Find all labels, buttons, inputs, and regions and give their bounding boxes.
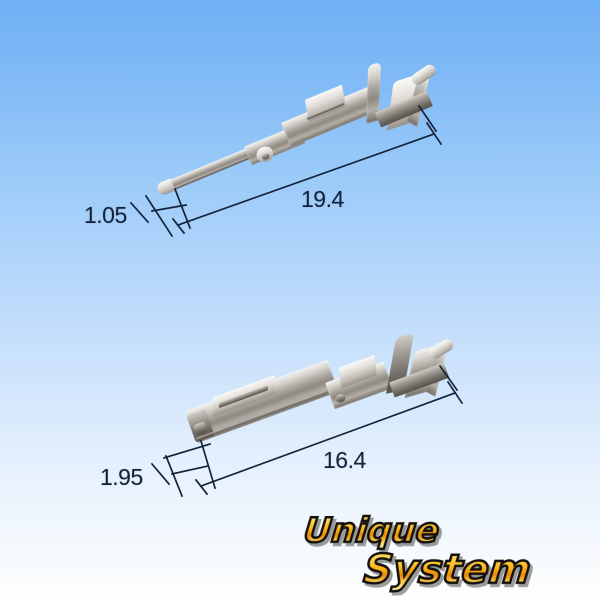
watermark-line-unique: Unique — [301, 510, 443, 553]
upper-ext-line-left — [144, 194, 174, 238]
lower-long-dim-tick-right — [446, 380, 464, 405]
upper-lance-ring — [254, 144, 276, 165]
upper-long-dim-tick-left — [171, 217, 186, 235]
lower-small-dimension-label: 1.95 — [100, 464, 143, 490]
lower-box-lower-seam — [195, 390, 329, 441]
watermark-line-system: System — [360, 546, 534, 595]
lower-ext-line-left — [162, 442, 212, 460]
upper-pin-blade — [156, 134, 284, 196]
upper-insulation-crimp-wing — [406, 68, 431, 127]
lower-ext-line-left-down — [164, 454, 184, 498]
lower-mid-dimple — [334, 392, 347, 404]
lower-ext-line-right-down — [199, 439, 217, 490]
upper-small-dim-bar — [151, 204, 187, 212]
lower-long-ext-line-right — [438, 364, 459, 392]
watermark: Unique System — [300, 510, 590, 598]
upper-lance-slot — [260, 152, 271, 161]
upper-small-dim-leader — [129, 201, 150, 224]
upper-small-dimension-label: 1.05 — [84, 202, 127, 228]
lower-small-dim-leader — [150, 462, 171, 486]
lower-stabilizer-tab — [338, 354, 377, 389]
lower-wire-crimp-wing-front — [404, 343, 444, 399]
lower-insulation-crimp-wing — [424, 341, 448, 397]
lower-lance-window-slot — [218, 385, 268, 409]
lower-box-front-face — [186, 409, 215, 443]
lower-long-dim-tick-left — [194, 478, 209, 496]
upper-long-ext-line-right — [417, 104, 438, 133]
upper-long-dim-tick-right — [425, 121, 443, 146]
lower-wire-crimp-wing-rear — [386, 333, 414, 394]
lower-long-dimension-label: 16.4 — [323, 447, 366, 473]
upper-pin-tip — [155, 178, 176, 197]
lower-lance-window — [212, 374, 276, 417]
upper-stabilizer-tab-edge — [306, 101, 345, 121]
lower-mid-body — [325, 361, 394, 410]
lower-crimp-wing-tip — [426, 337, 456, 362]
lower-small-dim-bar — [170, 464, 210, 476]
upper-ext-line-right — [173, 187, 192, 230]
upper-terminal-photo — [0, 0, 600, 290]
upper-pin-blade-seam — [165, 146, 278, 194]
lower-receptacle-box — [186, 359, 339, 443]
lower-crimp-base — [389, 362, 450, 398]
upper-stabilizer-tab — [304, 84, 347, 123]
upper-crimp-base — [374, 91, 433, 128]
lower-box-aperture — [193, 421, 209, 436]
upper-wire-crimp-wing-front — [386, 72, 423, 131]
upper-terminal-body — [281, 86, 380, 148]
upper-crimp-wing-tip — [409, 62, 438, 87]
upper-locking-lance — [244, 124, 306, 166]
upper-wire-crimp-wing-rear — [366, 62, 381, 124]
upper-long-dimension-label: 19.4 — [301, 186, 344, 212]
